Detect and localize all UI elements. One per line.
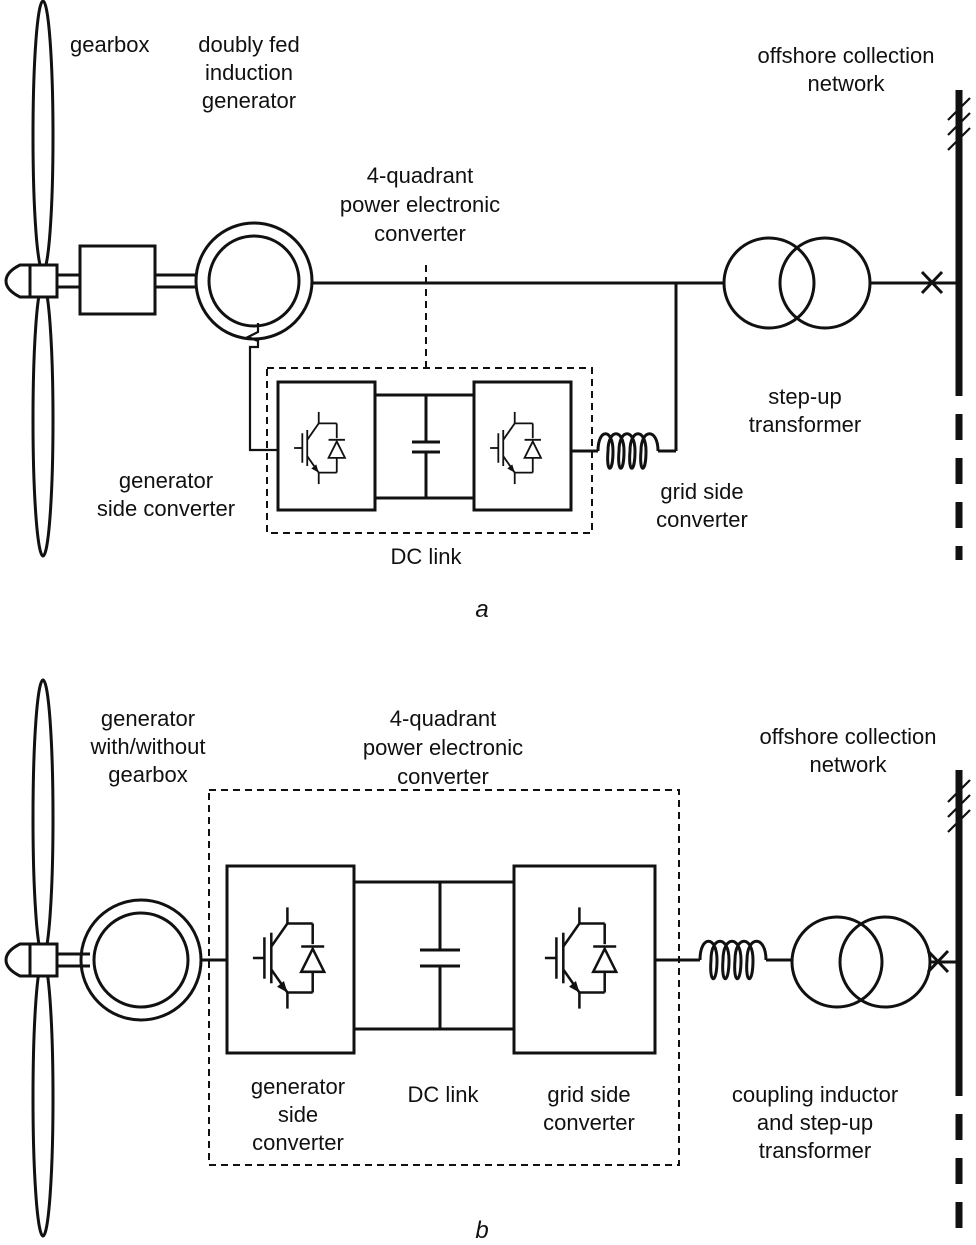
blade-lower-icon xyxy=(31,282,55,558)
transformer-primary-icon xyxy=(722,236,816,330)
transformer-primary-icon xyxy=(790,915,884,1009)
generator-outer-icon xyxy=(79,898,203,1022)
dfig-inner-icon xyxy=(207,234,301,328)
transformer-secondary-icon xyxy=(838,915,932,1009)
grid-side-converter-block xyxy=(472,380,573,512)
dc-link-label: DC link xyxy=(391,544,463,569)
hub-icon xyxy=(4,263,32,299)
hub-icon xyxy=(4,942,32,978)
gen-side-converter-block xyxy=(276,380,377,512)
gen-side-converter-block xyxy=(225,864,356,1055)
dc-link-label: DC link xyxy=(408,1082,480,1107)
transformer-secondary-icon xyxy=(778,236,872,330)
coupling-inductor-icon xyxy=(698,939,768,981)
converter-dashed-box xyxy=(266,367,593,534)
dfig-outer-icon xyxy=(194,221,314,341)
reactor-icon xyxy=(596,432,660,470)
blade-upper-icon xyxy=(31,0,55,273)
panel-b-label: b xyxy=(475,1217,488,1244)
hub-block-icon xyxy=(28,263,59,299)
gearbox-block xyxy=(78,244,157,316)
hub-block-icon xyxy=(28,942,59,978)
panel-a-label: a xyxy=(475,596,488,623)
generator-inner-icon xyxy=(92,911,190,1009)
blade-upper-icon xyxy=(31,678,55,958)
blade-lower-icon xyxy=(31,958,55,1238)
converter-dashed-box xyxy=(208,789,680,1166)
grid-side-converter-block xyxy=(512,864,657,1055)
gearbox-label: gearbox xyxy=(70,32,150,57)
